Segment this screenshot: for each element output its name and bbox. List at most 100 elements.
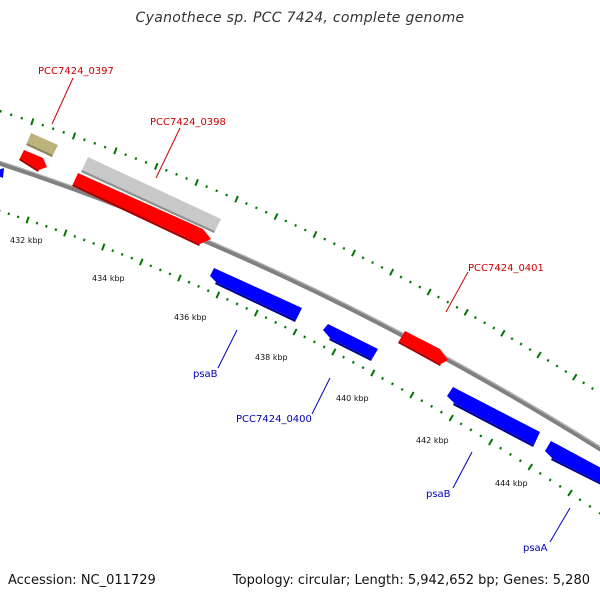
gene-arrow-psab-1-shade xyxy=(215,282,296,322)
minor-tick-mark xyxy=(120,252,124,256)
gene-arrow-left-edge[interactable] xyxy=(0,168,4,178)
minor-tick-mark xyxy=(564,370,568,374)
major-tick-mark xyxy=(351,249,356,257)
major-tick-mark xyxy=(177,274,182,282)
major-tick-mark xyxy=(273,212,279,221)
feature-label[interactable]: PCC7424_0400 xyxy=(236,414,312,425)
major-tick-mark xyxy=(71,132,77,140)
gene-arrow-psab-1[interactable] xyxy=(210,268,302,320)
gene-arrow-pcc7424-0401-shade xyxy=(398,341,441,366)
minor-tick-mark xyxy=(73,234,77,238)
minor-tick-mark xyxy=(294,223,298,227)
feature-gray-block-shade xyxy=(81,170,215,233)
feature-label[interactable]: PCC7424_0398 xyxy=(150,117,226,128)
minor-tick-mark xyxy=(492,326,496,330)
genome-backbone xyxy=(0,160,600,452)
major-tick-mark xyxy=(536,351,542,359)
minor-tick-mark xyxy=(312,340,316,344)
misc-feature-block[interactable] xyxy=(27,133,58,155)
minor-tick-mark xyxy=(459,422,463,426)
gene-arrow-pcc7424-0398[interactable] xyxy=(73,173,211,244)
gene-arrow-psab-2[interactable] xyxy=(447,387,540,445)
minor-tick-mark xyxy=(548,478,552,482)
feature-label[interactable]: psaA xyxy=(523,543,548,554)
minor-tick-mark xyxy=(165,168,168,172)
minor-tick-mark xyxy=(361,366,365,370)
minor-tick-mark xyxy=(361,256,365,260)
minor-tick-mark xyxy=(124,153,128,157)
major-tick-mark xyxy=(253,309,259,317)
major-tick-mark xyxy=(312,230,318,239)
gene-arrow-pcc7424-0400[interactable] xyxy=(323,324,378,359)
gene-arrow-psab-2-shade xyxy=(453,403,534,447)
gene-arrow-pcc7424-0401[interactable] xyxy=(399,331,448,364)
minor-tick-mark xyxy=(93,141,97,145)
minor-tick-mark xyxy=(245,306,249,310)
gene-arrow-pcc7424-0398-shade xyxy=(72,184,200,246)
minor-tick-mark xyxy=(16,215,20,219)
minor-tick-mark xyxy=(420,399,424,403)
minor-tick-mark xyxy=(20,116,24,120)
minor-tick-mark xyxy=(582,381,586,385)
tick-label: 438 kbp xyxy=(255,353,288,362)
minor-tick-mark xyxy=(9,113,13,117)
tick-label: 442 kbp xyxy=(416,436,449,445)
minor-tick-mark xyxy=(35,221,39,225)
genome-summary-text: Topology: circular; Length: 5,942,652 bp… xyxy=(232,573,590,588)
outer-tick-ring xyxy=(0,109,600,395)
major-tick-mark xyxy=(331,348,337,356)
minor-tick-mark xyxy=(474,316,477,320)
feature-label[interactable]: psaB xyxy=(193,369,218,380)
minor-tick-mark xyxy=(546,358,550,363)
major-tick-mark xyxy=(138,258,144,266)
minor-tick-mark xyxy=(499,446,503,450)
tick-label: 436 kbp xyxy=(174,313,207,322)
minor-tick-mark xyxy=(510,337,514,341)
minor-tick-mark xyxy=(303,335,307,339)
major-tick-mark xyxy=(567,489,573,497)
minor-tick-mark xyxy=(588,504,592,508)
minor-tick-mark xyxy=(508,452,512,456)
minor-tick-mark xyxy=(225,297,229,301)
minor-tick-mark xyxy=(381,376,385,380)
gene-arrow-psaa[interactable] xyxy=(545,441,600,485)
minor-tick-mark xyxy=(149,264,153,268)
gene-arrow-pcc7424-0397[interactable] xyxy=(20,150,47,170)
minor-tick-mark xyxy=(0,109,2,113)
feature-label[interactable]: PCC7424_0397 xyxy=(38,66,114,77)
major-tick-mark xyxy=(113,147,118,155)
tick-labels: 432 kbp 434 kbp 436 kbp 438 kbp 440 kbp … xyxy=(10,236,528,488)
major-tick-mark xyxy=(292,328,298,336)
minor-tick-mark xyxy=(206,289,210,293)
major-tick-mark xyxy=(500,329,506,337)
minor-tick-mark xyxy=(254,206,258,210)
minor-tick-mark xyxy=(185,176,188,180)
minor-tick-mark xyxy=(41,123,45,127)
minor-tick-mark xyxy=(168,272,172,276)
minor-tick-mark xyxy=(430,404,434,408)
minor-tick-mark xyxy=(235,302,239,306)
minor-tick-mark xyxy=(519,342,523,346)
minor-tick-mark xyxy=(130,256,134,260)
minor-tick-mark xyxy=(418,285,422,289)
feature-label[interactable]: PCC7424_0401 xyxy=(468,263,544,274)
minor-tick-mark xyxy=(439,410,443,414)
feature-gray-block[interactable] xyxy=(82,157,221,231)
major-tick-mark xyxy=(448,414,454,422)
minor-tick-mark xyxy=(283,325,287,329)
inner-tick-ring xyxy=(0,209,600,515)
gene-arrow-pcc7424-0397-shade xyxy=(19,158,39,172)
minor-tick-mark xyxy=(538,471,542,475)
minor-tick-mark xyxy=(103,145,107,149)
minor-tick-mark xyxy=(7,212,11,216)
minor-tick-mark xyxy=(409,280,412,284)
feature-label[interactable]: psaB xyxy=(426,489,451,500)
minor-tick-mark xyxy=(455,305,459,309)
minor-tick-mark xyxy=(111,249,115,253)
minor-tick-mark xyxy=(197,284,201,288)
major-tick-mark xyxy=(234,195,239,203)
tick-label: 440 kbp xyxy=(336,394,369,403)
features xyxy=(0,133,600,485)
minor-tick-mark xyxy=(342,246,346,250)
